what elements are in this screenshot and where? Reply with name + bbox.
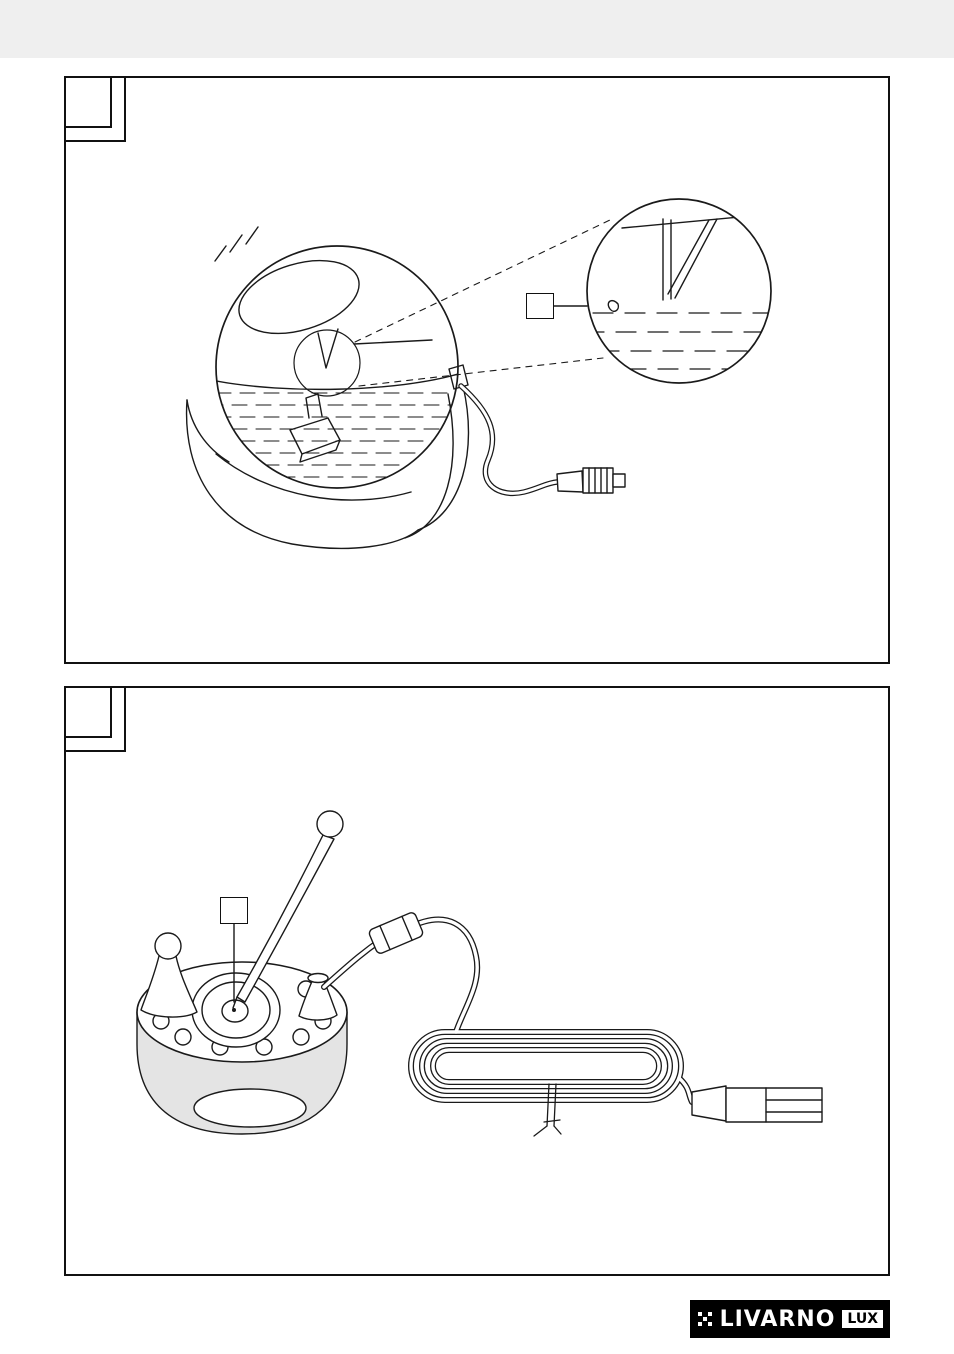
livarno-lux-logo: LIVARNO LUX [689, 1300, 890, 1338]
figure-label-box [64, 686, 112, 738]
dropper-pipette [232, 810, 344, 1009]
mains-connector [691, 1085, 823, 1123]
figure-panel-bottom [64, 686, 890, 1276]
detail-connector-dashes [354, 219, 611, 387]
spray-head [140, 932, 198, 1018]
callout-box [220, 897, 248, 924]
mister-illustration [136, 810, 823, 1137]
fountain-illustration [185, 198, 772, 550]
nozzle-cone [298, 972, 338, 1021]
power-cord [321, 916, 695, 1105]
internal-mister-unit [289, 328, 433, 463]
cable-tie [533, 1083, 562, 1137]
power-cable [448, 364, 560, 496]
water-level-lines [216, 373, 458, 478]
membrane [191, 972, 281, 1048]
dc-plug [556, 467, 626, 494]
figure-label-box [64, 76, 112, 128]
grid-icon [696, 1311, 713, 1327]
callout-box [526, 293, 554, 319]
logo-sub-text: LUX [842, 1310, 883, 1328]
figure-panel-top [64, 76, 890, 664]
logo-brand-text: LIVARNO [719, 1306, 836, 1332]
cable-grommet [368, 912, 424, 954]
stand-base [185, 385, 470, 550]
water-level-detail-circle [553, 198, 772, 384]
page-top-margin [0, 0, 954, 58]
